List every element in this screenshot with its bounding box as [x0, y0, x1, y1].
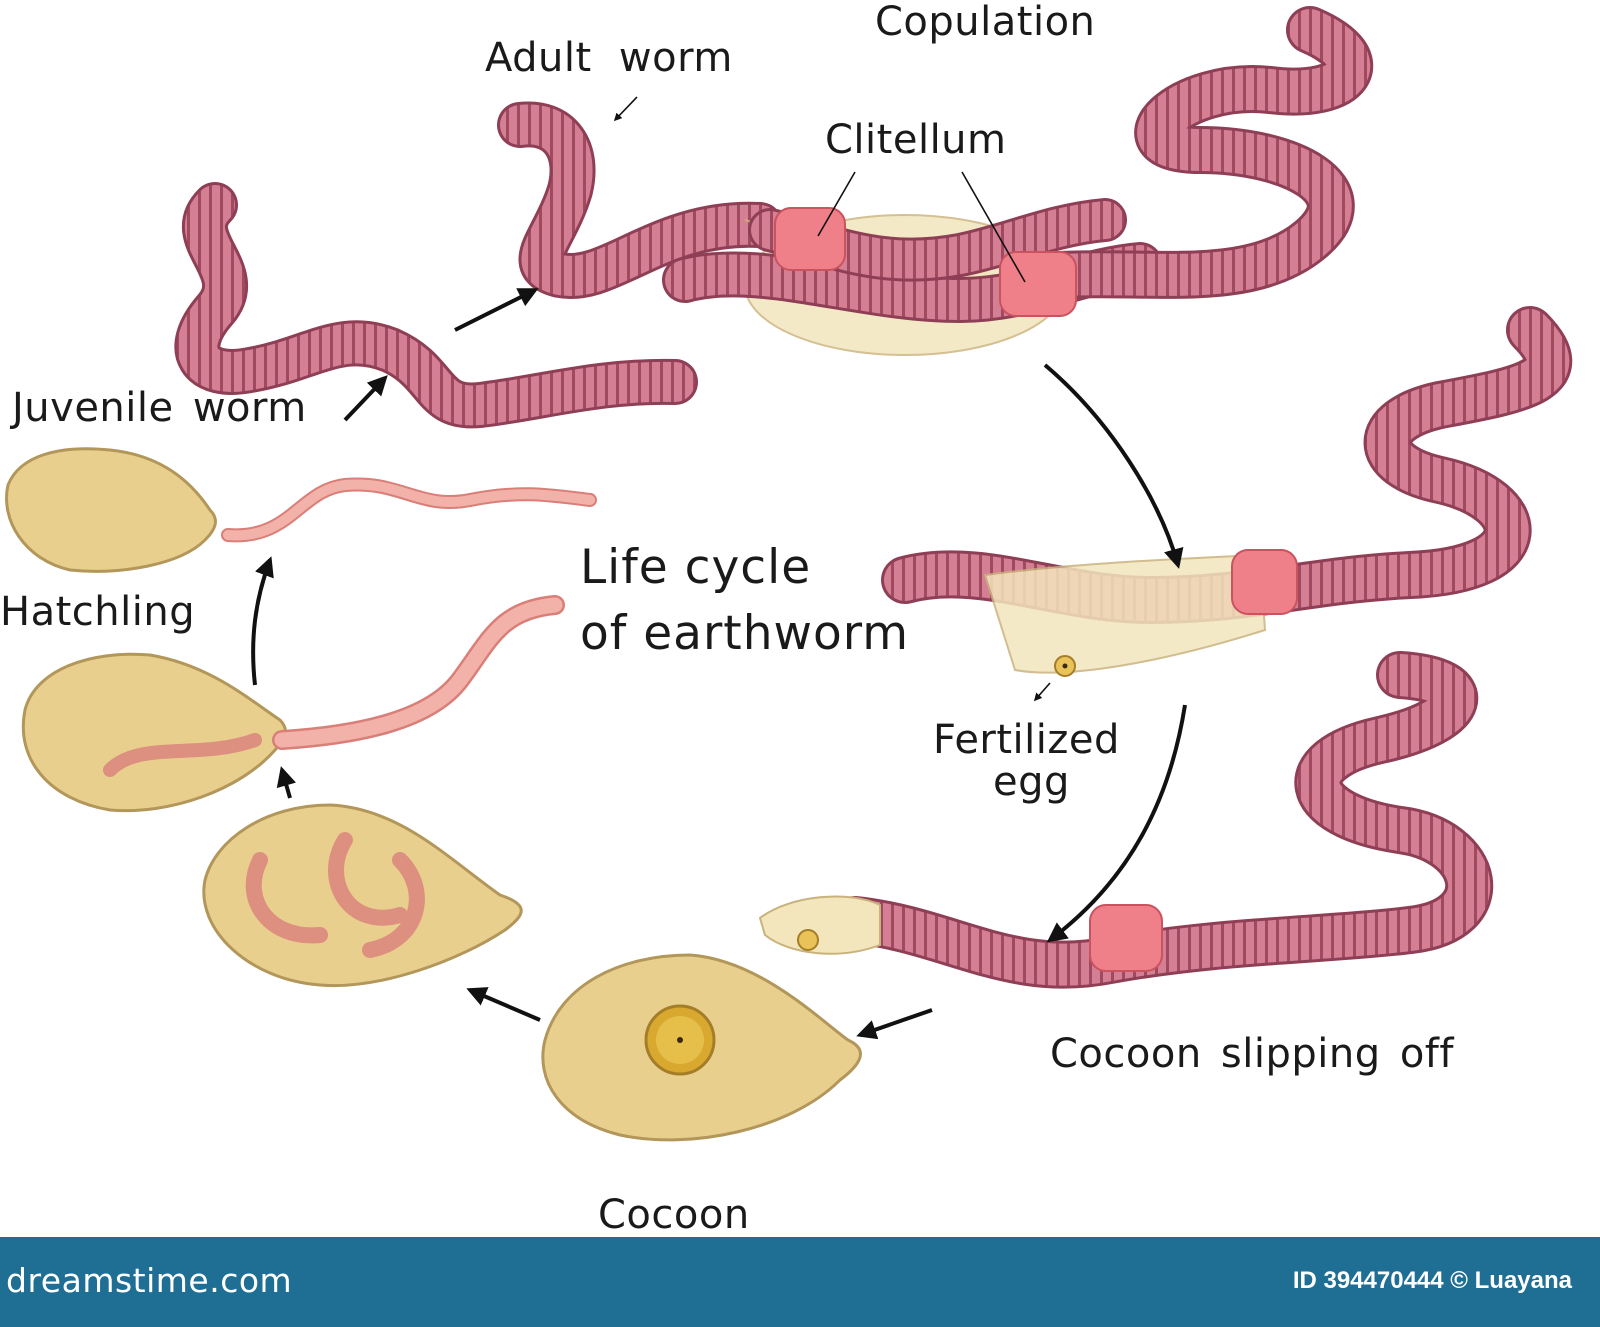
diagram-title-line2: of earthworm [580, 601, 909, 667]
pointer-adult-worm [615, 97, 637, 120]
arrow-cocoon-to-developing [470, 990, 540, 1020]
label-cocoon-slipping-off: Cocoon slipping off [1050, 1032, 1454, 1077]
developing-cocoon [204, 805, 521, 986]
footer-brand[interactable]: dreamstime.com [6, 1261, 292, 1300]
label-clitellum: Clitellum [825, 118, 1007, 163]
label-egg: egg [993, 760, 1070, 805]
label-copulation: Copulation [875, 0, 1095, 45]
hatchling [7, 449, 590, 571]
pointer-fertilized-egg [1035, 683, 1050, 700]
arrow-juvenile-to-adult [455, 290, 535, 330]
label-fertilized: Fertilized [933, 718, 1120, 763]
label-adult-worm: Adult worm [485, 36, 733, 81]
arrow-copulation-to-egg [1045, 365, 1178, 565]
footer-bar: dreamstime.com ID 394470444 © Luayana [0, 1237, 1600, 1327]
arrow-hatching-to-hatchling [253, 560, 270, 685]
label-hatchling: Hatchling [0, 590, 195, 635]
worm-with-fertilized-egg [905, 330, 1548, 676]
cocoon [543, 955, 861, 1140]
diagram-title-line1: Life cycle [580, 535, 909, 601]
label-cocoon: Cocoon [598, 1193, 750, 1238]
copulation-worms [685, 30, 1349, 355]
footer-credit: ID 394470444 © Luayana [1293, 1267, 1572, 1295]
label-juvenile-worm: Juvenile worm [12, 386, 307, 431]
arrow-slipping-to-cocoon [860, 1010, 932, 1035]
hatching-cocoon [23, 605, 555, 811]
juvenile-worm [197, 205, 675, 405]
arrow-developing-to-hatching [282, 770, 290, 798]
arrow-to-juvenile [345, 378, 385, 420]
diagram-title: Life cycle of earthworm [580, 535, 909, 667]
